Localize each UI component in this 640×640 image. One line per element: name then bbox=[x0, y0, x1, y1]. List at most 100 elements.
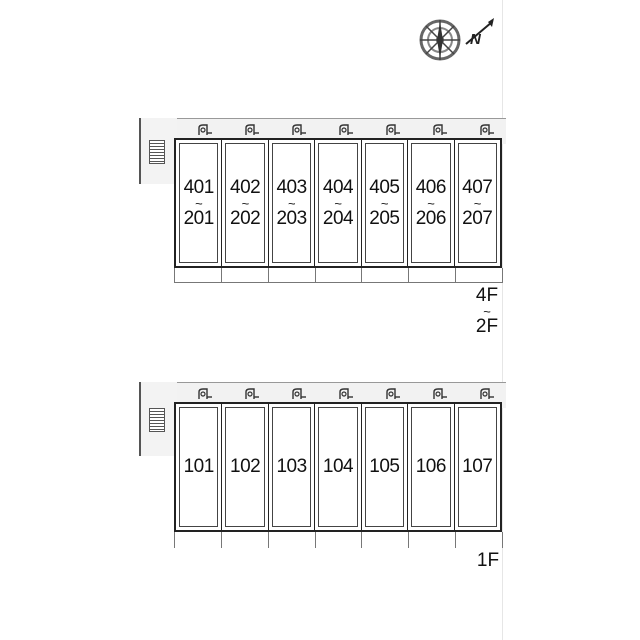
grid-tick bbox=[267, 268, 269, 283]
svg-text:N: N bbox=[470, 31, 482, 48]
unit-403: 403~203 bbox=[269, 140, 316, 266]
ac-unit-icon bbox=[198, 124, 213, 135]
unit-wall bbox=[225, 407, 265, 527]
unit-number-top: 402 bbox=[230, 176, 261, 198]
grid-tick bbox=[408, 532, 410, 548]
unit-number-bottom: 207 bbox=[462, 207, 493, 229]
unit-number-bottom: 204 bbox=[322, 207, 354, 229]
grid-tick bbox=[361, 268, 363, 283]
grid-tick bbox=[455, 532, 457, 548]
unit-number-tilde: ~ bbox=[380, 195, 389, 211]
unit-number-text: 101 bbox=[183, 456, 215, 477]
stair-steps bbox=[149, 140, 165, 164]
unit-404: 404~204 bbox=[315, 140, 362, 266]
unit-number: 406~206 bbox=[415, 176, 447, 229]
unit-number-top: 403 bbox=[276, 176, 307, 198]
unit-106: 106 bbox=[408, 404, 455, 530]
grid-tick bbox=[502, 268, 503, 283]
grid-line bbox=[174, 282, 502, 283]
unit-number: 106 bbox=[415, 456, 447, 477]
unit-number: 101 bbox=[183, 456, 215, 477]
unit-number-top: 401 bbox=[183, 176, 215, 198]
unit-401: 401~201 bbox=[176, 140, 223, 266]
unit-wall bbox=[318, 407, 358, 527]
unit-number: 402~202 bbox=[230, 176, 261, 229]
ac-unit-icon bbox=[245, 124, 260, 135]
unit-wall bbox=[318, 143, 358, 263]
stair-steps bbox=[149, 408, 165, 432]
unit-number-text: 102 bbox=[230, 456, 261, 477]
unit-wall bbox=[364, 407, 405, 527]
unit-number: 405~205 bbox=[369, 176, 400, 229]
ac-unit-icon bbox=[198, 388, 213, 399]
ground-floor-plan: 101 102 103 104 105 106 107 bbox=[136, 378, 506, 548]
grid-tick bbox=[314, 532, 316, 548]
unit-number: 404~204 bbox=[322, 176, 354, 229]
grid-tick bbox=[220, 532, 222, 548]
unit-number-top: 406 bbox=[415, 176, 447, 198]
unit-wall bbox=[411, 407, 451, 527]
unit-101: 101 bbox=[176, 404, 223, 530]
unit-number-bottom: 202 bbox=[230, 207, 261, 229]
unit-wall bbox=[457, 143, 497, 263]
ac-unit-icon bbox=[339, 124, 353, 135]
ac-unit-icon bbox=[433, 388, 447, 399]
floor-label-upper: 4F ~ 2F bbox=[475, 285, 499, 337]
unit-number-text: 106 bbox=[415, 456, 447, 477]
unit-number-top: 404 bbox=[322, 176, 354, 198]
entrance-stair bbox=[139, 382, 177, 456]
unit-wall bbox=[411, 143, 451, 263]
unit-number-top: 405 bbox=[369, 176, 400, 198]
unit-406: 406~206 bbox=[408, 140, 455, 266]
unit-wall bbox=[271, 407, 312, 527]
unit-number-tilde: ~ bbox=[473, 195, 482, 211]
unit-number-bottom: 201 bbox=[183, 207, 215, 229]
staircase bbox=[139, 118, 177, 184]
unit-number-bottom: 205 bbox=[369, 207, 400, 229]
compass-icon: N bbox=[419, 18, 494, 61]
grid-tick bbox=[267, 532, 269, 548]
unit-number-tilde: ~ bbox=[427, 195, 435, 211]
unit-number: 107 bbox=[462, 456, 493, 477]
grid-tick bbox=[408, 268, 410, 283]
grid-tick bbox=[314, 268, 316, 283]
unit-104: 104 bbox=[315, 404, 362, 530]
ac-unit-icon bbox=[479, 124, 494, 135]
unit-number: 401~201 bbox=[183, 176, 215, 229]
unit-number-tilde: ~ bbox=[241, 195, 250, 211]
ac-unit-icon bbox=[479, 388, 494, 399]
unit-number-tilde: ~ bbox=[288, 195, 296, 211]
unit-wall bbox=[179, 407, 219, 527]
unit-number: 407~207 bbox=[462, 177, 493, 229]
grid-tick bbox=[174, 532, 175, 548]
unit-105: 105 bbox=[362, 404, 409, 530]
page-edge-line bbox=[502, 0, 503, 640]
unit-402: 402~202 bbox=[222, 140, 269, 266]
ac-unit-icon bbox=[339, 388, 353, 399]
unit-number-tilde: ~ bbox=[334, 195, 342, 211]
grid-tick bbox=[174, 268, 175, 283]
grid-tick bbox=[455, 268, 457, 283]
unit-number: 103 bbox=[276, 456, 307, 477]
unit-107: 107 bbox=[455, 404, 500, 530]
unit-103: 103 bbox=[269, 404, 316, 530]
unit-block: 101 102 103 104 105 106 107 bbox=[174, 402, 502, 532]
unit-wall bbox=[225, 143, 265, 263]
grid-tick bbox=[220, 268, 222, 283]
unit-wall bbox=[457, 407, 497, 527]
unit-number-bottom: 206 bbox=[415, 207, 447, 229]
unit-number-text: 103 bbox=[276, 456, 307, 477]
floor-label-ground: 1F bbox=[476, 550, 500, 571]
grid-tick bbox=[361, 532, 363, 548]
unit-number: 403~203 bbox=[276, 176, 307, 229]
ac-unit-icon bbox=[386, 388, 400, 399]
unit-405: 405~205 bbox=[362, 140, 409, 266]
ac-unit-icon bbox=[292, 124, 307, 135]
unit-number: 104 bbox=[323, 457, 354, 477]
ac-unit-icon bbox=[433, 124, 447, 135]
grid-tick bbox=[502, 532, 503, 548]
unit-407: 407~207 bbox=[455, 140, 500, 266]
unit-number-text: 107 bbox=[462, 456, 493, 477]
